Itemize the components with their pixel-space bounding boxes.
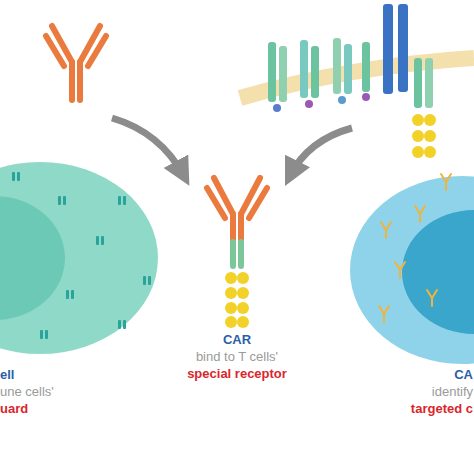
- caption-line: bind to T cells': [157, 348, 317, 365]
- cell-caption: CAidentifytargeted c: [374, 366, 473, 417]
- caption-line: uard: [0, 400, 90, 417]
- merge-arrow: [112, 118, 352, 176]
- caption-line: ell: [0, 366, 90, 383]
- caption-line: CA: [374, 366, 473, 383]
- caption-line: special receptor: [157, 365, 317, 382]
- caption-line: targeted c: [374, 400, 473, 417]
- caption-line: CAR: [157, 331, 317, 348]
- target-cell: [350, 174, 474, 364]
- caption-line: identify: [374, 383, 473, 400]
- caption-line: une cells': [0, 383, 90, 400]
- car-caption: CARbind to T cells'special receptor: [157, 331, 317, 382]
- tcr-complex: [240, 4, 474, 158]
- antibody: [46, 26, 106, 100]
- immune-cell: [0, 162, 158, 354]
- car-molecule: [207, 178, 267, 328]
- cell-caption: ellune cells'uard: [0, 366, 90, 417]
